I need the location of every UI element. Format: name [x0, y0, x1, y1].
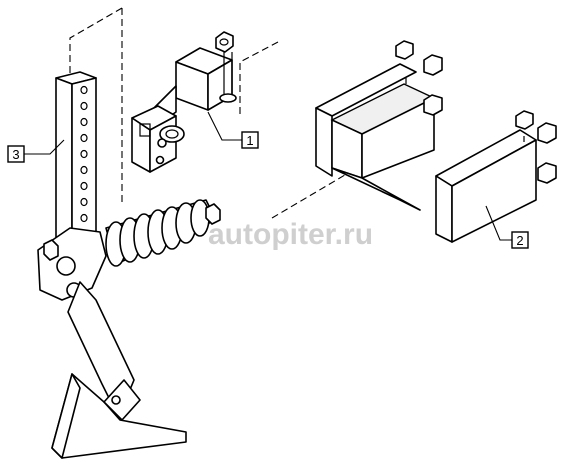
bar-holes	[80, 85, 88, 223]
spring-coils	[105, 199, 210, 267]
ploughshare	[51, 373, 187, 459]
mounting-frame	[315, 40, 557, 243]
callout-2: 2	[485, 205, 529, 249]
watermark-text: autopiter.ru	[208, 218, 373, 251]
frame-bolts	[395, 40, 557, 184]
callout-3: 3	[7, 139, 65, 163]
callout-1: 1	[207, 111, 259, 149]
callout-2-label: 2	[516, 233, 523, 248]
callout-1-label: 1	[246, 133, 253, 148]
spring-assembly	[105, 199, 221, 267]
assembly-dash-lines	[69, 7, 351, 238]
clamp-bracket	[131, 31, 237, 173]
perforated-bar	[55, 71, 97, 249]
callout-3-label: 3	[12, 147, 19, 162]
